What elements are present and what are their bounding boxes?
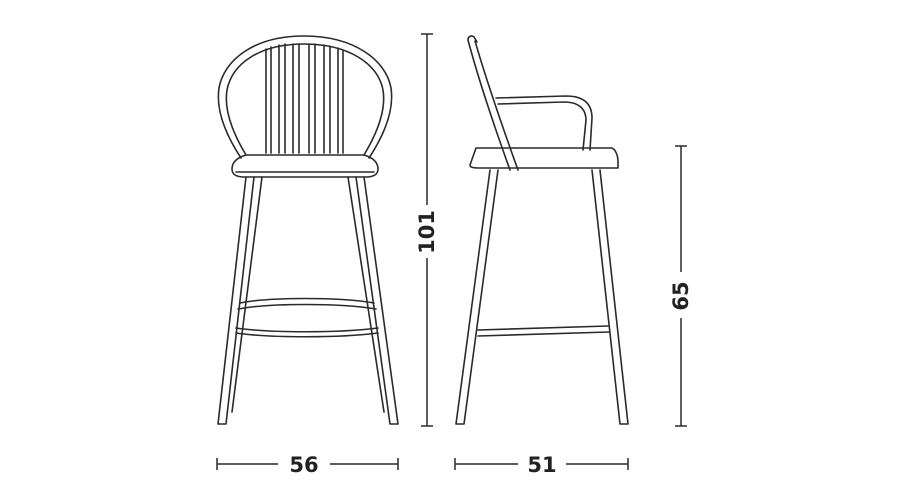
front-backrest-slats <box>265 43 344 154</box>
side-depth-label: 51 <box>527 453 556 477</box>
side-back-leg <box>591 169 629 425</box>
dimension-seat-height: 65 <box>669 145 693 427</box>
front-inner-right-leg <box>347 176 385 413</box>
side-backrest-top <box>467 35 478 43</box>
side-front-leg <box>455 169 499 425</box>
front-footrest <box>239 297 375 304</box>
front-backrest-outer <box>217 35 393 159</box>
front-left-leg <box>217 176 255 425</box>
front-view-stool <box>217 35 399 425</box>
dimension-front-width: 56 <box>216 453 399 477</box>
front-right-leg <box>355 176 399 425</box>
dimension-total-height: 101 <box>415 33 439 427</box>
dimension-side-depth: 51 <box>454 453 629 477</box>
front-backrest-inner <box>225 43 385 156</box>
side-armrest <box>495 95 593 151</box>
front-inner-left-leg <box>231 176 263 413</box>
total-height-label: 101 <box>415 210 439 254</box>
front-width-label: 56 <box>289 453 318 477</box>
seat-height-label: 65 <box>669 281 693 310</box>
side-view-stool <box>455 35 629 425</box>
side-backrest <box>467 39 511 171</box>
front-seat <box>231 154 379 178</box>
side-seat <box>469 147 619 169</box>
side-footrest <box>477 325 609 331</box>
